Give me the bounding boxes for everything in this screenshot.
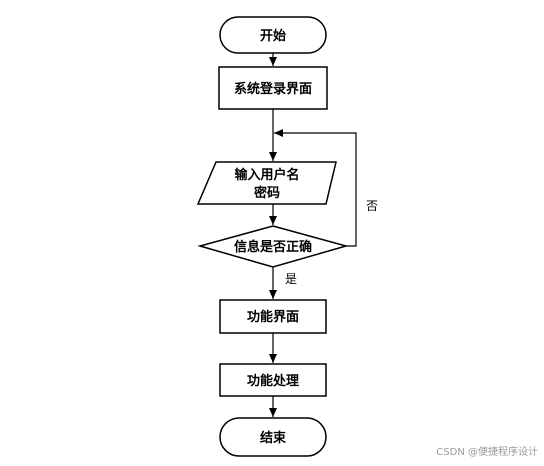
edge-label-yes: 是 [285, 272, 297, 286]
start-label: 开始 [260, 28, 286, 44]
end-node: 结束 [219, 417, 327, 457]
arrow-decision-no-loop [274, 129, 357, 247]
watermark-text: CSDN @便捷程序设计 [436, 447, 538, 458]
input-label-line1: 输入用户名 [234, 167, 299, 183]
start-node: 开始 [219, 16, 327, 54]
edge-label-no: 否 [366, 199, 378, 213]
function-proc-node: 功能处理 [219, 363, 327, 397]
input-label-line2: 密码 [253, 185, 280, 201]
input-node: 输入用户名 密码 [196, 161, 337, 205]
function-ui-label: 功能界面 [247, 309, 299, 325]
end-label: 结束 [260, 430, 287, 446]
login-node: 系统登录界面 [218, 66, 328, 110]
decision-node: 信息是否正确 [197, 225, 349, 268]
decision-label: 信息是否正确 [234, 239, 312, 255]
function-ui-node: 功能界面 [219, 299, 327, 334]
login-label: 系统登录界面 [234, 81, 312, 97]
function-proc-label: 功能处理 [247, 373, 299, 389]
